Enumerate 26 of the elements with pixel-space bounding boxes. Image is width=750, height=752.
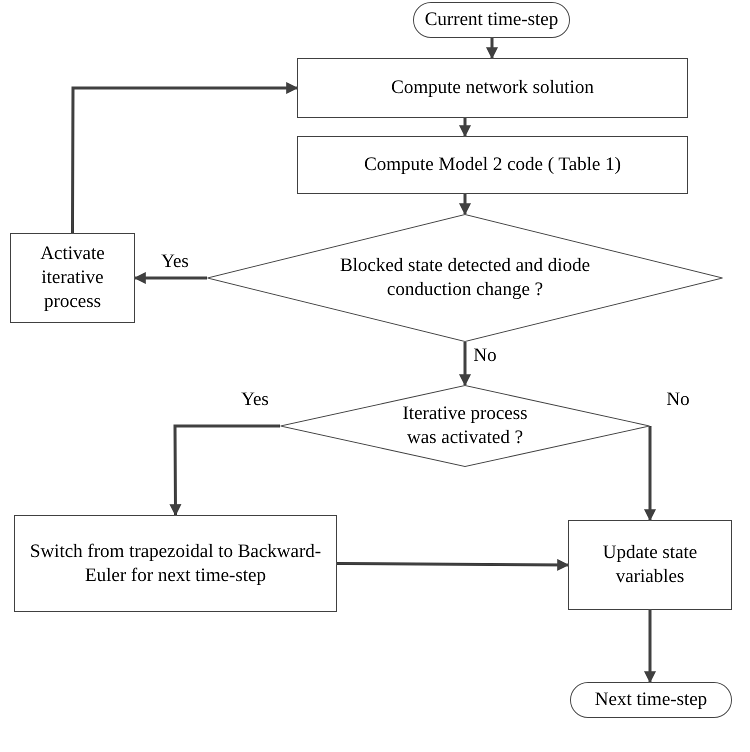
node-label: Current time-step <box>424 8 558 32</box>
node-label: Iterative process was activated ? <box>401 402 529 450</box>
terminal-pill <box>570 682 732 718</box>
process-box <box>297 136 688 194</box>
node-label: Blocked state detected and diode conduction change ? <box>338 254 592 302</box>
arrow <box>459 194 471 216</box>
node-label: Next time-step <box>594 688 708 712</box>
arrow <box>169 424 280 516</box>
process-box <box>14 515 337 612</box>
node-label: Update state variables <box>602 541 698 589</box>
arrow <box>337 558 570 571</box>
process-box <box>568 520 732 610</box>
arrow <box>486 38 498 60</box>
arrow <box>71 82 298 233</box>
arrow <box>459 118 471 138</box>
process-box <box>10 233 135 323</box>
arrow <box>644 610 656 684</box>
arrow <box>644 426 656 522</box>
node-label: Compute Model 2 code ( Table 1) <box>364 153 621 177</box>
node-label: Activate iterative process <box>39 242 106 314</box>
node-label: Switch from trapezoidal to Backward-Euler for next time-step <box>28 540 322 588</box>
process-box <box>297 58 688 118</box>
arrow <box>459 342 471 386</box>
node-label: Compute network solution <box>391 76 594 100</box>
arrow <box>134 272 207 284</box>
terminal-pill <box>413 2 570 38</box>
